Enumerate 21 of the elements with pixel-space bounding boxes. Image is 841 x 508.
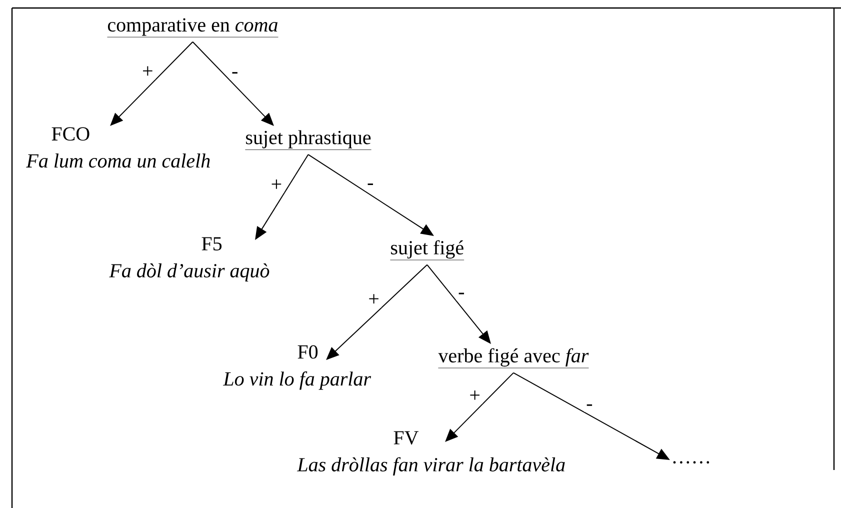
question-label: comparative en coma bbox=[107, 18, 278, 38]
edge-label: + bbox=[467, 388, 482, 404]
edge-label: - bbox=[456, 290, 467, 300]
leaf-label: F0 Lo vin lo fa parlar bbox=[222, 345, 372, 390]
arrow bbox=[192, 41, 274, 126]
question-label: sujet phrastique bbox=[245, 130, 372, 150]
arrow bbox=[110, 41, 194, 126]
edge-label: + bbox=[366, 292, 382, 308]
edge-label: - bbox=[365, 182, 376, 191]
leaf-label: F5 Fa dòl d’ausir aquò bbox=[109, 237, 270, 282]
edge-label: + bbox=[140, 64, 156, 80]
edge-label: - bbox=[230, 70, 240, 80]
edge-label: + bbox=[268, 178, 284, 193]
question-label: sujet figé bbox=[390, 240, 464, 260]
leaf-label: FCO Fa lum coma un calelh bbox=[26, 127, 210, 168]
leaf-label: …… bbox=[673, 461, 710, 464]
arrow bbox=[326, 264, 428, 360]
edge-label: - bbox=[584, 402, 595, 412]
arrow bbox=[445, 372, 514, 442]
leaf-label: FV Las dròllas fan virar la bartavèla bbox=[296, 431, 565, 476]
question-label: verbe figé avec far bbox=[438, 348, 589, 368]
